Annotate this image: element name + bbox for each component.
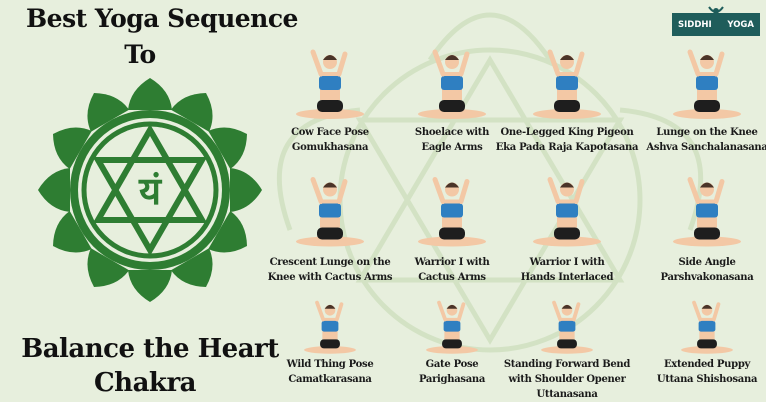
heart-chakra-icon: यं — [38, 78, 262, 302]
pose-name: Cow Face Pose — [291, 127, 369, 138]
yoga-pose-figure-icon — [296, 177, 364, 247]
yoga-pose-figure-icon — [681, 300, 733, 354]
pose-name: Warrior I with — [529, 257, 605, 268]
title-line-2: To — [124, 40, 156, 69]
pose-card: Lunge on the Knee Ashva Sanchalanasana — [632, 40, 766, 153]
pose-sanskrit: Eagle Arms — [421, 142, 483, 153]
pose-sanskrit: Parighasana — [418, 374, 486, 385]
yoga-pose-figure-icon — [426, 300, 478, 354]
yoga-pose-figure-icon — [533, 177, 601, 247]
yoga-pose-figure-icon — [418, 49, 486, 119]
pose-sanskrit: Camatkarasana — [288, 374, 372, 385]
pose-name: Standing Forward Bend — [503, 359, 631, 370]
pose-sanskrit: Parshvakonasana — [660, 272, 754, 283]
yoga-pose-figure-icon — [541, 300, 593, 354]
pose-card: Standing Forward Bend with Shoulder Open… — [492, 295, 642, 400]
pose-card: Crescent Lunge on the Knee with Cactus A… — [255, 165, 405, 283]
yoga-pose-figure-icon — [304, 300, 356, 354]
pose-sanskrit: Knee with Cactus Arms — [267, 272, 393, 283]
pose-card: Shoelace with Eagle Arms — [377, 40, 527, 153]
pose-name: Gate Pose — [425, 359, 479, 370]
title-line-1: Best Yoga Sequence — [26, 4, 298, 33]
yoga-pose-figure-icon — [673, 49, 741, 119]
pose-card: Warrior I with Hands Interlaced — [492, 165, 642, 283]
pose-card: One-Legged King Pigeon Eka Pada Raja Kap… — [492, 40, 642, 153]
pose-sanskrit: with Shoulder Opener — [508, 374, 626, 385]
pose-card: Cow Face Pose Gomukhasana — [255, 40, 405, 153]
pose-name: Warrior I with — [414, 257, 490, 268]
meditating-figure-icon — [707, 6, 725, 34]
pose-sanskrit: Gomukhasana — [291, 142, 369, 153]
yoga-pose-figure-icon — [673, 177, 741, 247]
pose-sanskrit: Eka Pada Raja Kapotasana — [495, 142, 639, 153]
chakra-glyph: यं — [138, 169, 163, 213]
pose-sanskrit: Ashva Sanchalanasana — [646, 142, 766, 153]
yoga-pose-figure-icon — [296, 49, 364, 119]
pose-name: Wild Thing Pose — [286, 359, 374, 370]
pose-name: Crescent Lunge on the — [269, 257, 391, 268]
pose-card: Warrior I with Cactus Arms — [377, 165, 527, 283]
pose-card: Side Angle Parshvakonasana — [632, 165, 766, 283]
pose-name: Shoelace with — [414, 127, 490, 138]
pose-card: Wild Thing Pose Camatkarasana — [255, 295, 405, 385]
yoga-pose-figure-icon — [533, 49, 601, 119]
pose-name: One-Legged King Pigeon — [500, 127, 634, 138]
title-line-3: Balance the Heart — [21, 334, 279, 364]
logo-left-text: SIDDHI — [678, 19, 712, 30]
pose-name: Extended Puppy — [663, 359, 751, 370]
pose-card: Extended Puppy Uttana Shishosana — [632, 295, 766, 385]
pose-card: Gate Pose Parighasana — [377, 295, 527, 385]
logo-right-text: YOGA — [727, 19, 754, 30]
pose-sanskrit: Hands Interlaced — [520, 272, 614, 283]
pose-sanskrit: Cactus Arms — [418, 272, 486, 283]
pose-name: Side Angle — [678, 257, 736, 268]
pose-sanskrit: Uttana Shishosana — [656, 374, 758, 385]
yoga-pose-figure-icon — [418, 177, 486, 247]
pose-name: Lunge on the Knee — [656, 127, 758, 138]
pose-sanskrit-extra: Uttanasana — [536, 389, 598, 400]
title-line-4: Chakra — [93, 368, 197, 398]
siddhi-yoga-logo: SIDDHI YOGA — [672, 6, 760, 36]
